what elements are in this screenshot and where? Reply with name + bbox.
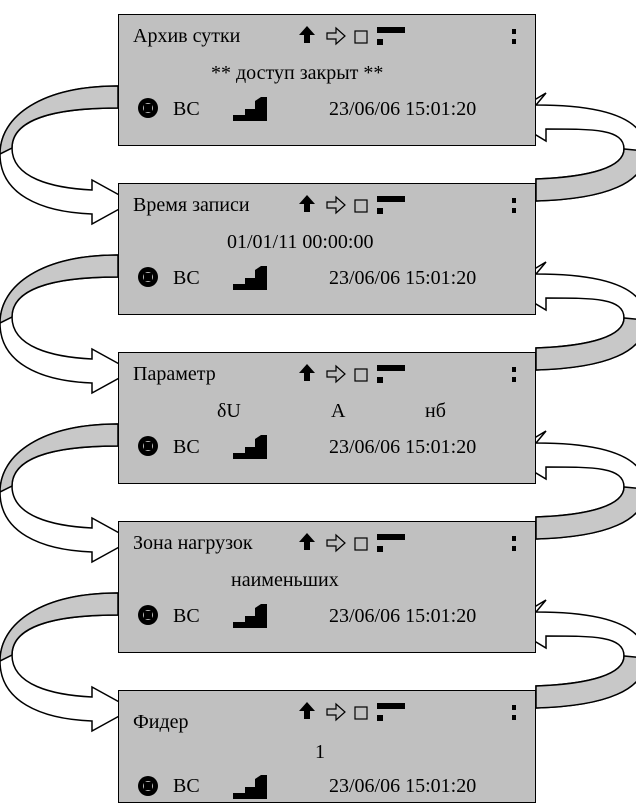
lcd-screen-load-zone: Зона нагрузок наименьших ВС 23/06/06 15:…	[118, 521, 536, 653]
signal-steps-icon	[233, 604, 267, 628]
mode-label: ВС	[173, 267, 200, 289]
screen-line2: ** доступ закрыт **	[211, 62, 384, 84]
square-icon	[354, 368, 368, 382]
gear-icon	[138, 267, 158, 287]
status-icons	[299, 533, 516, 553]
screen-title: Параметр	[133, 363, 216, 385]
up-arrow-icon	[299, 364, 315, 381]
lcd-screen-parameter: Параметр δU А нб ВС 23/06/06 15:01:20	[118, 352, 536, 484]
bar-icon	[377, 534, 405, 552]
gear-icon	[138, 776, 158, 796]
signal-steps-icon	[233, 435, 267, 459]
mode-label: ВС	[173, 775, 200, 797]
bar-icon	[377, 196, 405, 214]
colon-icon	[512, 705, 516, 720]
param-col-3: нб	[425, 400, 446, 422]
mode-label: ВС	[173, 436, 200, 458]
colon-icon	[512, 536, 516, 551]
gear-icon	[138, 436, 158, 456]
arrow-left-3	[0, 423, 133, 563]
screen-line2: наименьших	[231, 569, 339, 591]
up-arrow-icon	[299, 195, 315, 212]
signal-steps-icon	[233, 775, 267, 799]
param-col-1: δU	[217, 400, 241, 422]
mode-label: ВС	[173, 98, 200, 120]
right-outline-arrow-icon	[326, 533, 346, 553]
lcd-screen-record-time: Время записи 01/01/11 00:00:00 ВС 23/06/…	[118, 183, 536, 315]
arrow-left-1	[0, 85, 133, 225]
signal-steps-icon	[233, 97, 267, 121]
lcd-screen-feeder: Фидер 1 ВС 23/06/06 15:01:20	[118, 690, 536, 803]
square-icon	[354, 537, 368, 551]
screen-title: Архив сутки	[133, 25, 241, 47]
up-arrow-icon	[299, 702, 315, 719]
param-col-2: А	[331, 400, 346, 422]
status-icons	[299, 195, 516, 215]
right-outline-arrow-icon	[326, 195, 346, 215]
screen-line2: 01/01/11 00:00:00	[227, 231, 374, 253]
status-icons	[299, 702, 516, 722]
screen-title: Время записи	[133, 194, 250, 216]
datetime: 23/06/06 15:01:20	[329, 98, 477, 120]
status-icons	[299, 364, 516, 384]
gear-icon	[138, 98, 158, 118]
gear-icon	[138, 605, 158, 625]
arrow-left-4	[0, 592, 133, 732]
colon-icon	[512, 198, 516, 213]
bar-icon	[377, 365, 405, 383]
colon-icon	[512, 29, 516, 44]
square-icon	[354, 199, 368, 213]
square-icon	[354, 30, 368, 44]
mode-label: ВС	[173, 605, 200, 627]
datetime: 23/06/06 15:01:20	[329, 775, 477, 797]
screen-line2: 1	[315, 741, 325, 763]
right-outline-arrow-icon	[326, 26, 346, 46]
right-outline-arrow-icon	[326, 702, 346, 722]
bar-icon	[377, 703, 405, 721]
status-icons	[299, 26, 516, 46]
datetime: 23/06/06 15:01:20	[329, 605, 477, 627]
colon-icon	[512, 367, 516, 382]
signal-steps-icon	[233, 266, 267, 290]
up-arrow-icon	[299, 533, 315, 550]
datetime: 23/06/06 15:01:20	[329, 436, 477, 458]
bar-icon	[377, 27, 405, 45]
screen-title: Зона нагрузок	[133, 532, 253, 554]
screen-title: Фидер	[133, 711, 189, 733]
square-icon	[354, 706, 368, 720]
up-arrow-icon	[299, 26, 315, 43]
lcd-screen-archive: Архив сутки ** доступ закрыт ** ВС 23/06…	[118, 14, 536, 146]
right-outline-arrow-icon	[326, 364, 346, 384]
datetime: 23/06/06 15:01:20	[329, 267, 477, 289]
arrow-left-2	[0, 254, 133, 394]
